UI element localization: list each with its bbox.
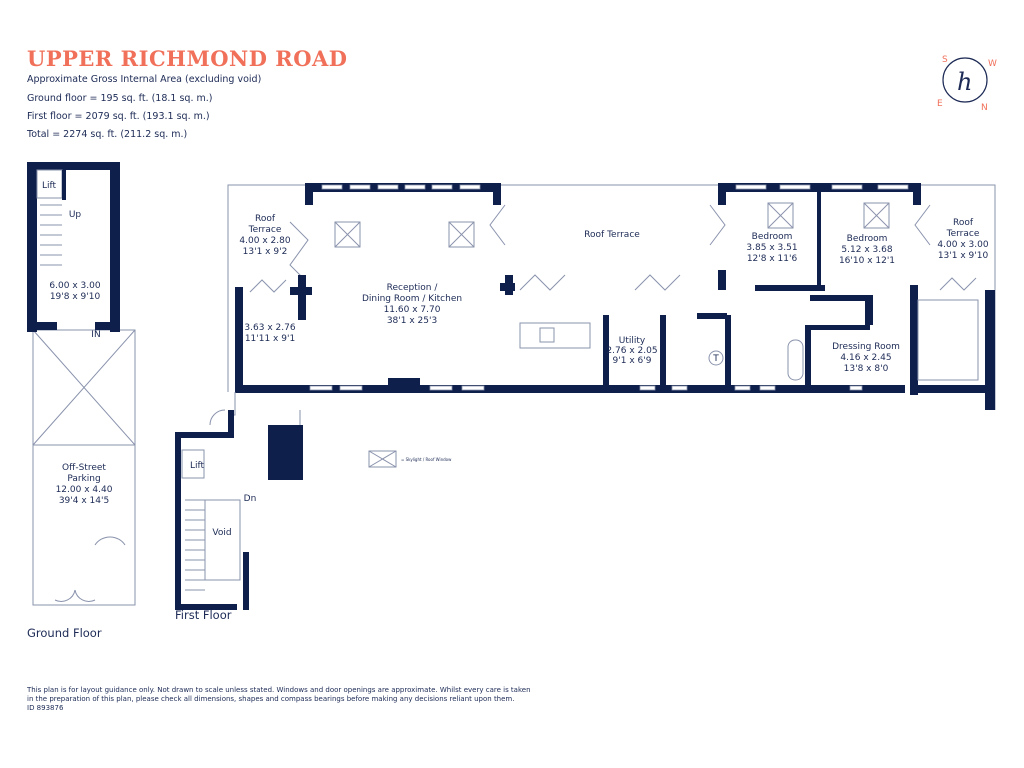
- first-floor-plan: Roof Terrace 4.00 x 2.80 13'1 x 9'2 3.63…: [175, 183, 996, 622]
- roof-terrace-left-name1: Roof: [255, 214, 276, 224]
- skylight-legend-label: = Skylight / Roof Window: [401, 457, 452, 462]
- disclaimer-line1: This plan is for layout guidance only. N…: [27, 686, 531, 694]
- ground-floor-plan: Lift Up IN 6.00 x 3.00 19'8 x 9'10 Off-S…: [27, 162, 136, 640]
- reception-metric: 11.60 x 7.70: [384, 305, 441, 315]
- gf-lift-label: Lift: [42, 181, 57, 191]
- ground-floor-label: Ground Floor: [27, 626, 102, 640]
- bedroom1-imperial: 12'8 x 11'6: [747, 254, 798, 264]
- entrance-room-metric: 3.63 x 2.76: [244, 323, 295, 333]
- reception-name2: Dining Room / Kitchen: [362, 294, 462, 304]
- dressing-room-metric: 4.16 x 2.45: [840, 353, 891, 363]
- reception-imperial: 38'1 x 25'3: [387, 316, 437, 326]
- roof-terrace-right-metric: 4.00 x 3.00: [937, 240, 988, 250]
- logo-letter: h: [957, 68, 972, 96]
- roof-terrace-right-name2: Terrace: [946, 229, 980, 239]
- dressing-room-name: Dressing Room: [832, 342, 900, 352]
- bedroom2-imperial: 16'10 x 12'1: [839, 256, 895, 266]
- plan-id: ID 893876: [27, 704, 64, 712]
- parking-imperial: 39'4 x 14'5: [59, 496, 109, 506]
- gf-hall-imperial: 19'8 x 9'10: [50, 292, 101, 302]
- bedroom1-metric: 3.85 x 3.51: [746, 243, 797, 253]
- bedroom1-name: Bedroom: [752, 232, 793, 242]
- compass-e: E: [937, 99, 943, 109]
- area-heading: Approximate Gross Internal Area (excludi…: [27, 74, 262, 85]
- utility-metric: 2.76 x 2.05: [606, 346, 657, 356]
- gf-in-label: IN: [91, 330, 100, 340]
- roof-terrace-main-label: Roof Terrace: [584, 230, 640, 240]
- bedroom2-name: Bedroom: [847, 234, 888, 244]
- roof-terrace-right-imperial: 13'1 x 9'10: [938, 251, 989, 261]
- parking-metric: 12.00 x 4.40: [56, 485, 113, 495]
- utility-name: Utility: [619, 336, 646, 346]
- roof-terrace-right-name1: Roof: [953, 218, 974, 228]
- first-floor-area: First floor = 2079 sq. ft. (193.1 sq. m.…: [27, 111, 210, 122]
- gf-up-label: Up: [69, 210, 82, 220]
- compass-w: W: [988, 59, 997, 69]
- roof-terrace-left-name2: Terrace: [248, 225, 282, 235]
- roof-terrace-left-metric: 4.00 x 2.80: [239, 236, 290, 246]
- dressing-room-imperial: 13'8 x 8'0: [844, 364, 889, 374]
- void-label: Void: [212, 528, 231, 538]
- first-floor-label: First Floor: [175, 608, 232, 622]
- utility-imperial: 9'1 x 6'9: [613, 356, 652, 366]
- reception-name1: Reception /: [387, 283, 439, 293]
- bedroom2-metric: 5.12 x 3.68: [841, 245, 892, 255]
- disclaimer-line2: in the preparation of this plan, please …: [27, 695, 515, 703]
- ground-floor-area: Ground floor = 195 sq. ft. (18.1 sq. m.): [27, 93, 213, 104]
- roof-terrace-left-imperial: 13'1 x 9'2: [243, 247, 288, 257]
- logo: h S W E N: [937, 55, 997, 113]
- skylight-legend: = Skylight / Roof Window: [368, 450, 452, 468]
- gf-hall-metric: 6.00 x 3.00: [49, 281, 100, 291]
- entrance-room-imperial: 11'11 x 9'1: [245, 334, 295, 344]
- property-title: UPPER RICHMOND ROAD: [27, 46, 348, 71]
- compass-s: S: [942, 55, 948, 65]
- tank-label: T: [712, 354, 719, 364]
- compass-n: N: [981, 103, 988, 113]
- ff-dn-label: Dn: [244, 494, 257, 504]
- parking-name1: Off-Street: [62, 463, 106, 473]
- total-area: Total = 2274 sq. ft. (211.2 sq. m.): [27, 129, 188, 140]
- ff-lift-label: Lift: [190, 461, 205, 471]
- parking-name2: Parking: [67, 474, 100, 484]
- disclaimer: This plan is for layout guidance only. N…: [27, 686, 547, 713]
